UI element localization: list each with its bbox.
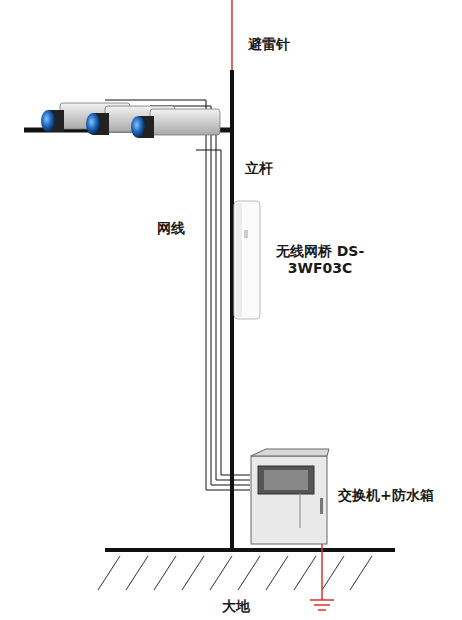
part-label: 立杆 xyxy=(245,160,273,177)
part-label: 避雷针 xyxy=(248,36,290,53)
bridge-shape xyxy=(232,200,262,320)
part-label: 网线 xyxy=(157,220,185,237)
part-label: 大地 xyxy=(222,598,250,615)
node-label: 无线网桥 DS-3WF03C xyxy=(270,243,370,278)
wireless-bridge: 无线网桥 DS-3WF03C xyxy=(232,200,262,320)
node-label: 交换机+防水箱 xyxy=(338,487,448,505)
switch-box: 交换机+防水箱 xyxy=(250,448,330,546)
box-shape xyxy=(250,448,330,546)
